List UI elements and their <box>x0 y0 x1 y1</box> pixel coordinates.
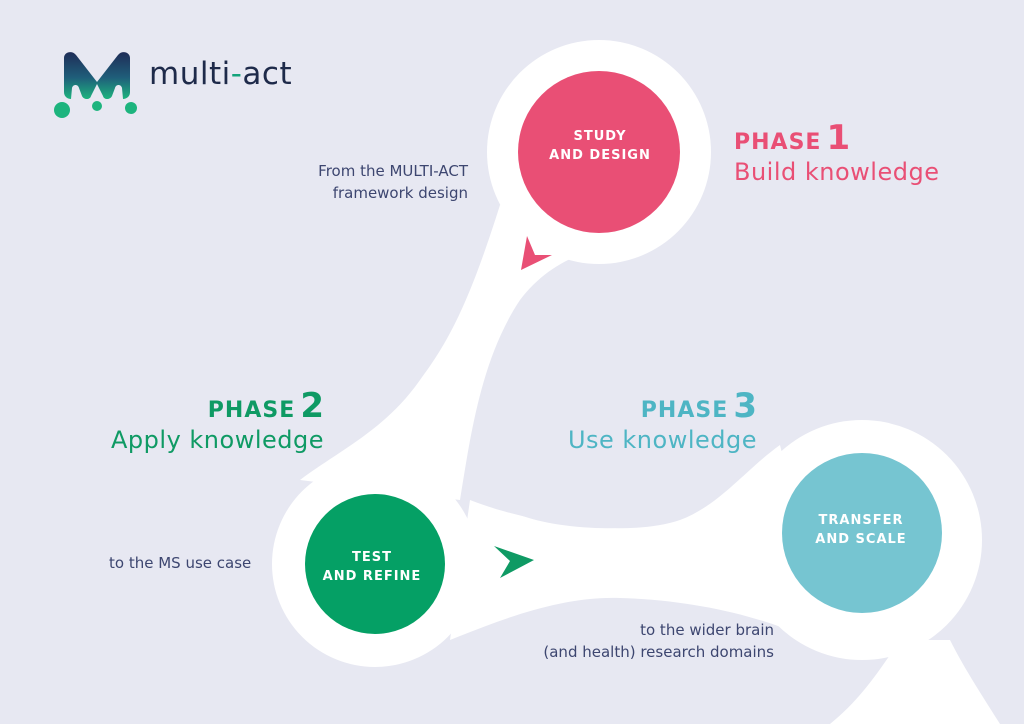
circle-test-line1: TEST <box>352 550 392 565</box>
note-ms-use-case: to the MS use case <box>109 554 252 572</box>
multi-act-logo-icon <box>54 52 137 118</box>
circle-transfer-line2: AND SCALE <box>815 532 907 547</box>
note-wider-line1: to the wider brain <box>640 621 774 639</box>
arrow-down-icon <box>521 236 552 270</box>
note-from-line1: From the MULTI-ACT <box>318 162 468 180</box>
circle-transfer-label: TRANSFER AND SCALE <box>801 511 921 549</box>
logo-text-main: multi <box>149 56 231 92</box>
phase-1-number: 1 <box>826 118 851 158</box>
phase-3-subtitle: Use knowledge <box>567 426 757 454</box>
note-wider-domains: to the wider brain (and health) research… <box>543 619 774 663</box>
phase-3-word: PHASE <box>640 398 729 423</box>
phase-2-subtitle: Apply knowledge <box>111 426 324 454</box>
phase-2-word: PHASE <box>207 398 296 423</box>
logo-text-dash: - <box>230 56 243 92</box>
logo-wordmark: multi-act <box>149 56 292 92</box>
phase-3-heading: PHASE 3 Use knowledge <box>568 386 757 454</box>
circle-transfer <box>782 453 942 613</box>
note-from-framework: From the MULTI-ACT framework design <box>318 160 468 204</box>
arrow-right-icon <box>494 546 534 578</box>
phase-3-number: 3 <box>733 386 757 426</box>
circle-test <box>305 494 445 634</box>
circle-test-line2: AND REFINE <box>322 569 422 584</box>
note-from-line2: framework design <box>332 184 468 202</box>
circle-study-line2: AND DESIGN <box>549 148 651 163</box>
phase-1-word: PHASE <box>734 130 822 155</box>
circle-study-label: STUDY AND DESIGN <box>540 127 660 165</box>
circle-study-line1: STUDY <box>573 129 627 144</box>
phase-1-subtitle: Build knowledge <box>734 158 940 186</box>
circle-test-label: TEST AND REFINE <box>312 548 432 586</box>
logo-text-end: act <box>242 56 293 92</box>
path-inner-gap <box>476 260 779 529</box>
phase-2-heading: PHASE 2 Apply knowledge <box>111 386 324 454</box>
note-wider-line2: (and health) research domains <box>543 643 774 661</box>
phase-2-number: 2 <box>300 386 324 426</box>
circle-transfer-line1: TRANSFER <box>818 513 904 528</box>
phase-1-heading: PHASE 1 Build knowledge <box>734 118 939 186</box>
phase-circles <box>305 71 942 634</box>
circle-study <box>518 71 680 233</box>
